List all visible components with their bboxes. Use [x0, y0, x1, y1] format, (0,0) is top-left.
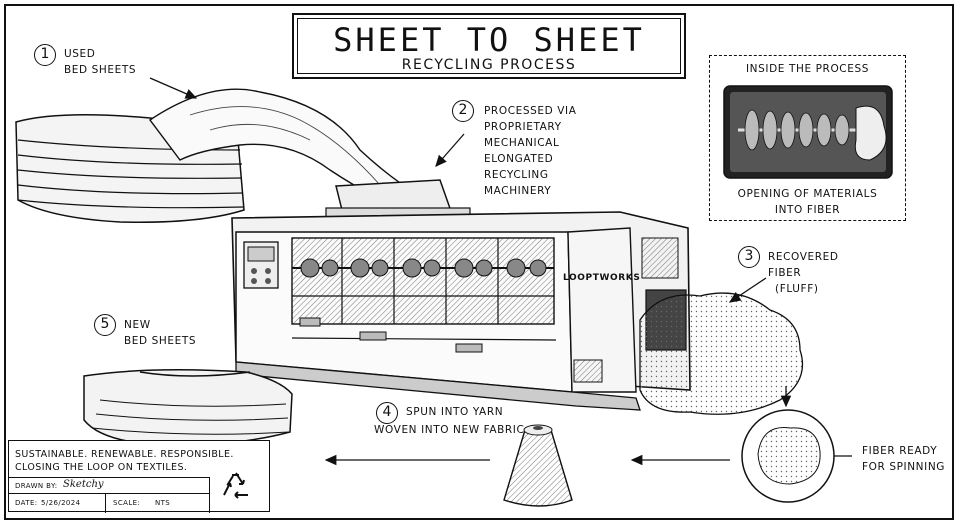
recycling-machine: [231, 179, 691, 411]
page-frame: [4, 4, 954, 520]
step-4-line1: SPUN INTO YARN: [406, 406, 504, 418]
step-4-number: 4: [376, 402, 398, 424]
credits-block: SUSTAINABLE. RENEWABLE. RESPONSIBLE. CLO…: [8, 440, 270, 513]
title-box: SHEET TO SHEET RECYCLING PROCESS: [292, 13, 686, 79]
step-5-line1: NEW: [124, 319, 151, 331]
step-1-number: 1: [34, 44, 56, 66]
step-2-line5: RECYCLING: [484, 169, 549, 181]
step-3-line3: (FLUFF): [775, 283, 819, 295]
scale-value: NTS: [155, 499, 171, 507]
step-2-line2: PROPRIETARY: [484, 121, 562, 133]
step-2-line3: MECHANICAL: [484, 137, 560, 149]
tagline-2: CLOSING THE LOOP ON TEXTILES.: [15, 462, 188, 473]
drawn-by-label: DRAWN BY:: [15, 482, 58, 490]
fiber-fluff-pile: [639, 292, 804, 415]
scale-label: SCALE:: [113, 499, 141, 507]
step-1-line2: BED SHEETS: [64, 64, 137, 76]
credits-divider-1: [9, 477, 209, 478]
yarn-cone-illustration: [503, 424, 573, 507]
fiber-ready-line1: FIBER READY: [862, 445, 938, 457]
credits-v-divider-1: [105, 493, 106, 513]
tagline-1: SUSTAINABLE. RENEWABLE. RESPONSIBLE.: [15, 449, 234, 460]
new-sheets-illustration: [83, 369, 293, 446]
date-label: DATE:: [15, 499, 38, 507]
credits-divider-2: [9, 493, 209, 494]
step-4-line2: WOVEN INTO NEW FABRIC: [374, 424, 525, 436]
inside-heading: INSIDE THE PROCESS: [745, 63, 870, 75]
step-1-line1: USED: [64, 48, 96, 60]
fiber-ready-illustration: [741, 409, 852, 503]
arrow-3: [728, 277, 767, 303]
step-5-line2: BED SHEETS: [124, 335, 197, 347]
step-3-number: 3: [738, 246, 760, 268]
inside-process-illustration: [723, 85, 893, 179]
inside-caption-1: OPENING OF MATERIALS: [737, 188, 878, 200]
fiber-ready-line2: FOR SPINNING: [862, 461, 946, 473]
step-3-line1: RECOVERED: [768, 251, 839, 263]
step-2-number: 2: [452, 100, 474, 122]
inside-caption-2: INTO FIBER: [774, 204, 841, 216]
machine-brand: LOOPTWORKS: [563, 273, 641, 283]
step-5-number: 5: [94, 314, 116, 336]
step-3-line2: FIBER: [768, 267, 802, 279]
step-2-line6: MACHINERY: [484, 185, 552, 197]
arrow-1: [149, 77, 198, 99]
date-value: 5/26/2024: [41, 499, 81, 507]
arrow-2: [435, 133, 465, 167]
step-2-line4: ELONGATED: [484, 153, 554, 165]
credits-v-divider-2: [209, 477, 210, 513]
recycle-icon: [223, 472, 248, 499]
step-2-line1: PROCESSED VIA: [484, 105, 577, 117]
drawn-by-value: Sketchy: [63, 479, 104, 490]
used-sheets-illustration: [15, 88, 422, 223]
inside-process-box: [709, 55, 906, 221]
